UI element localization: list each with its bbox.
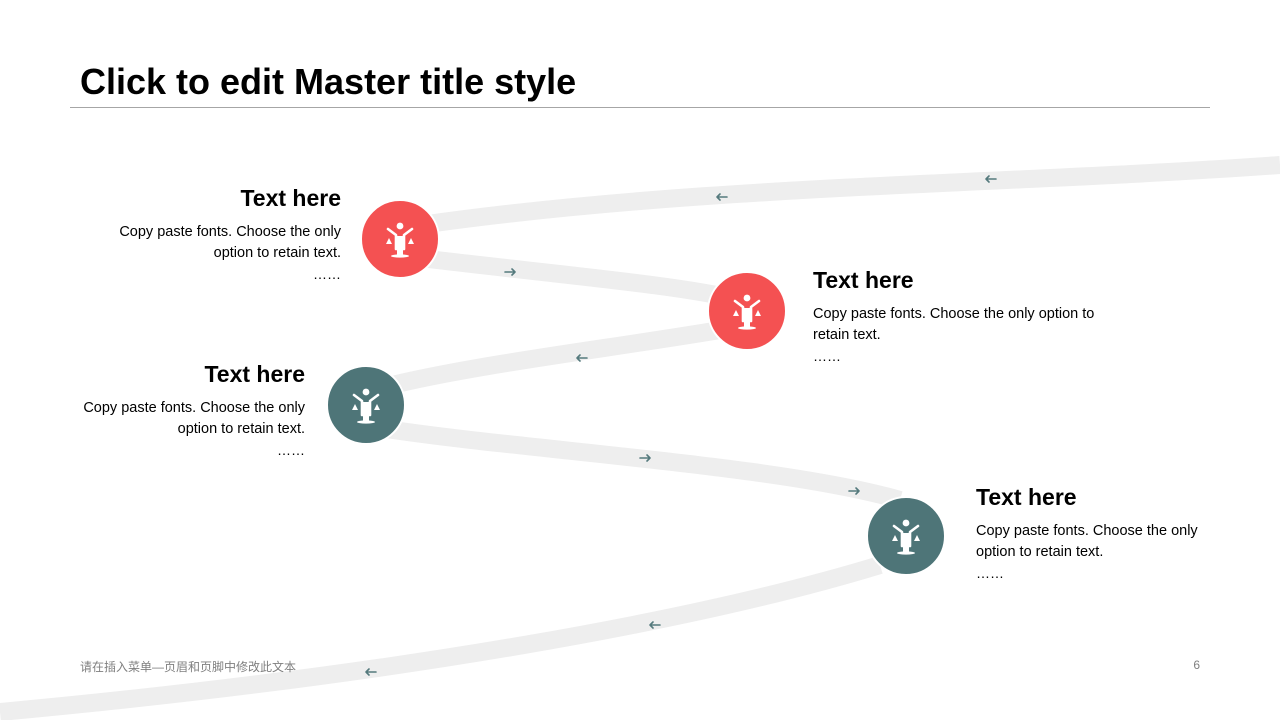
arrow-left-icon bbox=[576, 354, 588, 362]
step-4-node[interactable] bbox=[866, 496, 946, 576]
step-3-heading[interactable]: Text here bbox=[204, 361, 305, 387]
step-3-node[interactable] bbox=[326, 365, 406, 445]
step-1-node[interactable] bbox=[360, 199, 440, 279]
step-4-heading[interactable]: Text here bbox=[976, 484, 1077, 510]
arrow-right-icon bbox=[848, 487, 860, 495]
step-1-body[interactable]: Copy paste fonts. Choose the only option… bbox=[119, 224, 341, 261]
step-2-text: Text here Copy paste fonts. Choose the o… bbox=[813, 266, 1113, 366]
step-3-body[interactable]: Copy paste fonts. Choose the only option… bbox=[83, 400, 305, 437]
step-1-text: Text here Copy paste fonts. Choose the o… bbox=[110, 184, 341, 284]
justice-scale-icon bbox=[386, 222, 414, 258]
direction-arrows bbox=[365, 175, 997, 676]
step-2-ellipsis: …… bbox=[813, 348, 841, 364]
step-2-body[interactable]: Copy paste fonts. Choose the only option… bbox=[813, 306, 1095, 343]
step-4-ellipsis: …… bbox=[976, 565, 1004, 581]
step-3-text: Text here Copy paste fonts. Choose the o… bbox=[74, 360, 305, 460]
arrow-left-icon bbox=[365, 668, 377, 676]
justice-scale-icon bbox=[733, 294, 761, 330]
step-1-heading[interactable]: Text here bbox=[240, 185, 341, 211]
step-4-body[interactable]: Copy paste fonts. Choose the only option… bbox=[976, 523, 1198, 560]
justice-scale-icon bbox=[352, 388, 380, 424]
page-number: 6 bbox=[1193, 658, 1200, 672]
step-1-ellipsis: …… bbox=[313, 266, 341, 282]
arrow-left-icon bbox=[649, 621, 661, 629]
title-divider bbox=[70, 107, 1210, 108]
step-2-node[interactable] bbox=[707, 271, 787, 351]
arrow-right-icon bbox=[639, 454, 651, 462]
arrow-left-icon bbox=[716, 193, 728, 201]
arrow-right-icon bbox=[504, 268, 516, 276]
step-3-ellipsis: …… bbox=[277, 442, 305, 458]
footer-text[interactable]: 请在插入菜单—页眉和页脚中修改此文本 bbox=[80, 660, 297, 674]
step-4-text: Text here Copy paste fonts. Choose the o… bbox=[976, 483, 1211, 583]
arrow-left-icon bbox=[985, 175, 997, 183]
step-2-heading[interactable]: Text here bbox=[813, 267, 914, 293]
slide-title[interactable]: Click to edit Master title style bbox=[80, 61, 577, 102]
justice-scale-icon bbox=[892, 519, 920, 555]
